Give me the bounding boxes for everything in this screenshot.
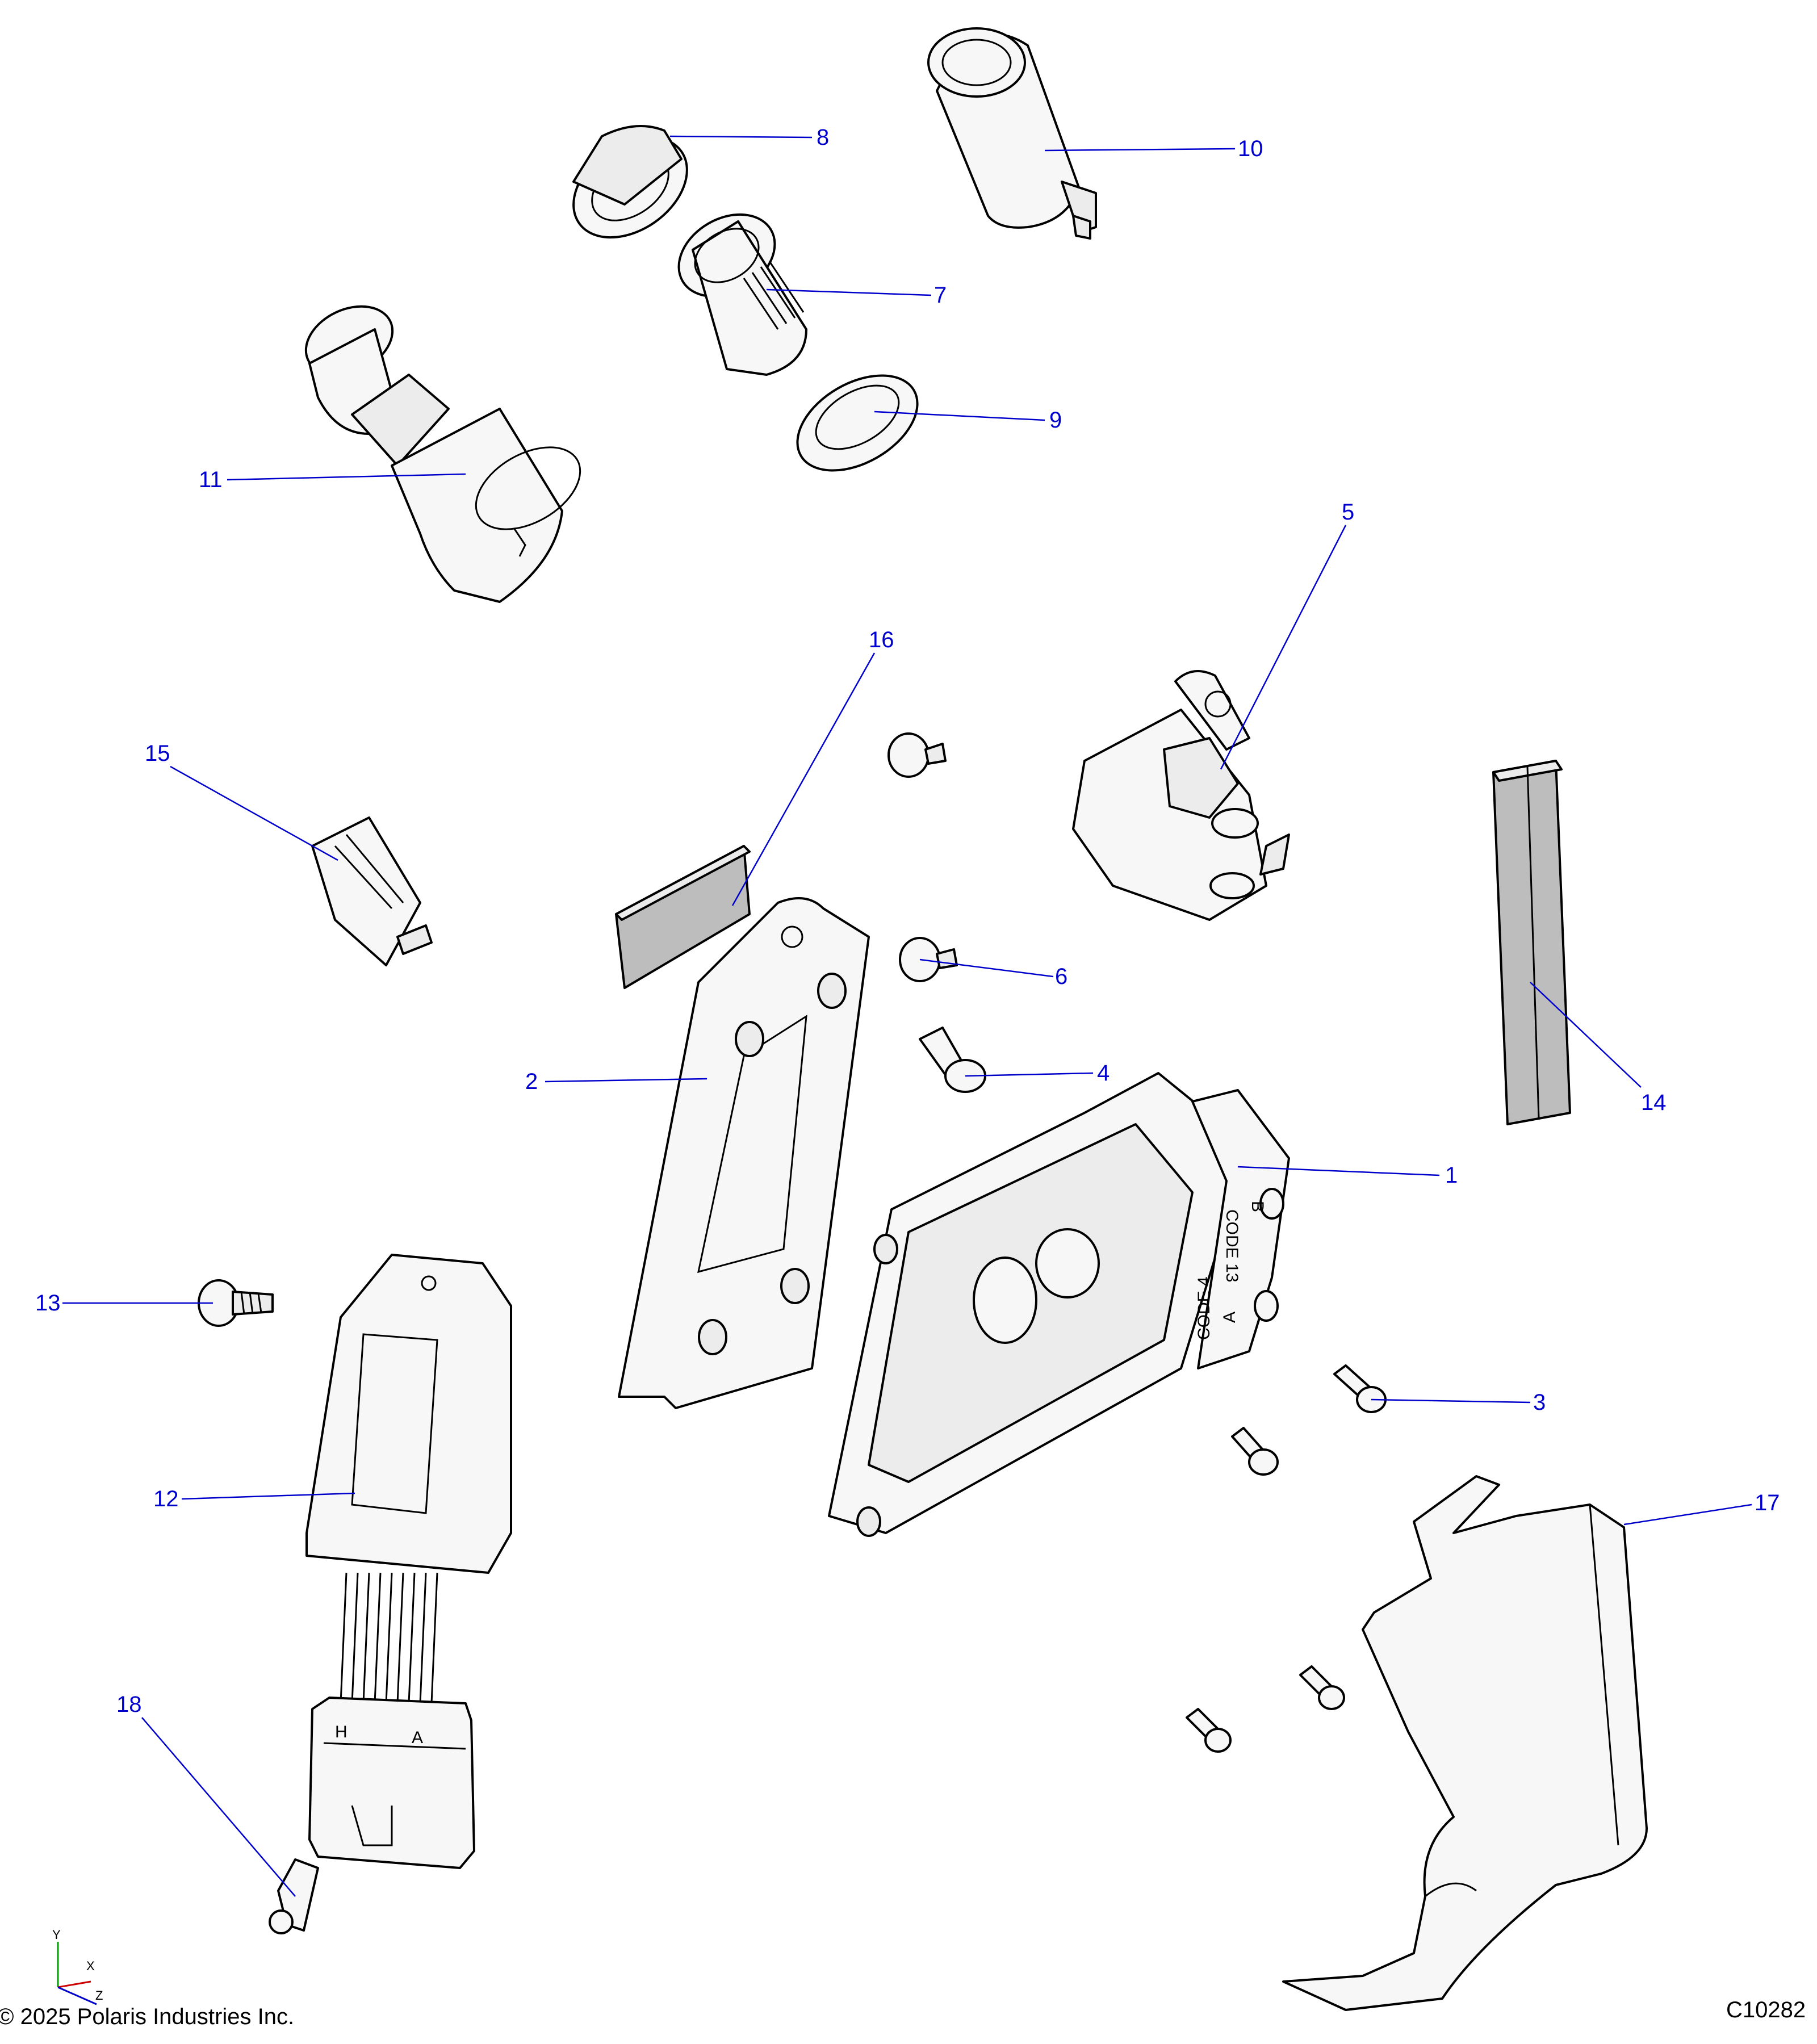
callout-9: 9 [1049,408,1062,433]
part-9-hex-nut [796,374,919,472]
ecu-code-a-label: CODE 4 [1195,1276,1213,1340]
axis-x-label: X [86,1959,95,1973]
part-7-threaded-housing [677,213,807,376]
leader-4 [965,1072,1094,1077]
callout-12: 12 [153,1486,179,1511]
connector-a-label: A [412,1728,423,1747]
part-5-relay [1072,670,1290,921]
copyright-text: © 2025 Polaris Industries Inc. [0,2004,294,2029]
callout-15: 15 [145,741,170,766]
leader-14 [1530,982,1642,1088]
leader-18 [141,1717,296,1897]
part-2-mounting-bracket [618,897,870,1409]
part-11-ignition-switch [304,305,581,603]
axis-z-label: Z [95,1988,103,2003]
callout-2: 2 [525,1069,538,1094]
callout-16: 16 [869,627,894,652]
callout-18: 18 [116,1692,142,1717]
leader-5 [1220,525,1347,770]
part-12-control-module: H A [305,1254,512,1869]
leader-16 [731,652,876,906]
leader-2 [545,1078,707,1083]
drawing-id: C10282 [1726,1997,1806,2022]
callout-11: 11 [199,467,223,492]
ecu-code-b-label: CODE 13 [1223,1209,1241,1282]
callout-4: 4 [1097,1061,1110,1086]
leader-9 [874,411,1045,421]
connector-h-label: H [335,1723,348,1741]
leader-10 [1044,148,1236,152]
part-15-rocker-switch [311,816,433,966]
leader-1 [1237,1166,1440,1176]
callout-3: 3 [1533,1390,1546,1415]
callout-labels: 1 2 3 4 5 6 7 8 9 10 11 12 13 14 15 16 1… [35,125,1780,1717]
part-8-retaining-nut [572,125,688,239]
callout-10: 10 [1238,136,1263,161]
leader-11 [227,473,466,481]
part-17-cover [1186,1475,1648,2011]
part-16-foam-pad [615,845,751,989]
leader-12 [181,1492,355,1500]
leader-7 [766,288,932,296]
axis-triad: Y X Z [52,1928,103,2005]
callout-5: 5 [1342,500,1354,525]
part-4-push-rivet [919,1027,986,1093]
part-18-clip [269,1858,319,1934]
callout-14: 14 [1641,1090,1667,1115]
leader-15 [170,765,338,861]
leader-17 [1623,1503,1752,1526]
part-10-accessory-socket [927,27,1097,240]
leader-6 [919,958,1054,978]
part-14-edge-trim [1492,760,1571,1125]
callout-6: 6 [1055,964,1067,989]
callout-8: 8 [817,125,829,150]
leader-8 [669,135,813,139]
axis-y-label: Y [52,1928,61,1942]
callout-7: 7 [934,283,947,308]
callout-13: 13 [35,1291,61,1316]
ecu-letter-a-label: A [1220,1312,1239,1323]
callout-17: 17 [1755,1490,1780,1515]
part-1-ecu-module: CODE 13 B CODE 4 A [828,1072,1290,1537]
callout-1: 1 [1445,1163,1458,1188]
part-3-screws [1231,1364,1387,1476]
ecu-letter-b-label: B [1248,1201,1267,1212]
leader-3 [1371,1398,1531,1404]
leader-lines [62,135,1752,1897]
part-6-screws [887,732,958,982]
